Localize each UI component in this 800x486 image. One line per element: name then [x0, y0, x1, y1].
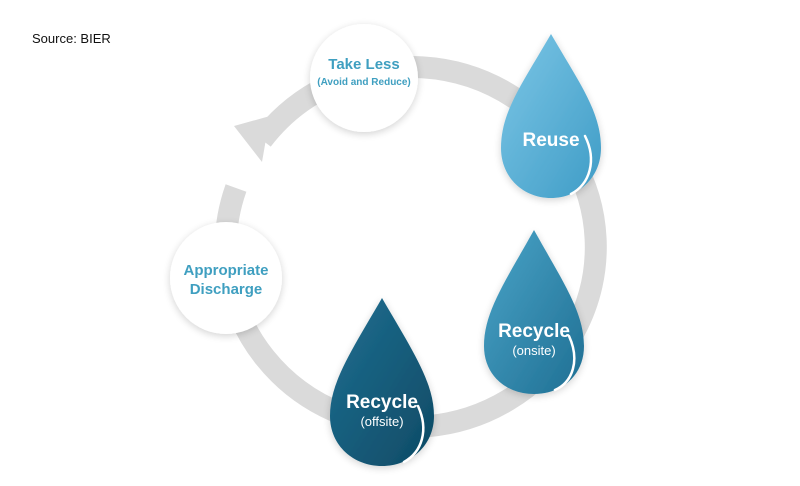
recycle-offsite-label: Recycle (offsite)	[330, 392, 434, 430]
take-less-circle	[310, 24, 418, 132]
appropriate-discharge-circle	[170, 222, 282, 334]
recycle-onsite-label: Recycle (onsite)	[484, 321, 584, 359]
recycle-onsite-drop	[484, 230, 584, 394]
recycle-onsite-subtitle: (onsite)	[512, 343, 556, 358]
appropriate-discharge-node: Appropriate Discharge	[172, 261, 280, 299]
appropriate-discharge-title: Appropriate Discharge	[183, 262, 269, 298]
reuse-label: Reuse	[501, 130, 601, 152]
reuse-drop	[501, 34, 601, 198]
recycle-offsite-drop	[330, 298, 434, 466]
reuse-title: Reuse	[522, 130, 580, 151]
take-less-subtitle: (Avoid and Reduce)	[317, 77, 411, 88]
recycle-offsite-title: Recycle	[346, 392, 418, 413]
recycle-offsite-subtitle: (offsite)	[360, 414, 404, 429]
take-less-node: Take Less (Avoid and Reduce)	[310, 55, 418, 88]
source-label: Source: BIER	[32, 31, 111, 46]
take-less-title: Take Less	[328, 56, 400, 73]
recycle-onsite-title: Recycle	[498, 321, 570, 342]
ring-arrowhead	[234, 116, 270, 162]
